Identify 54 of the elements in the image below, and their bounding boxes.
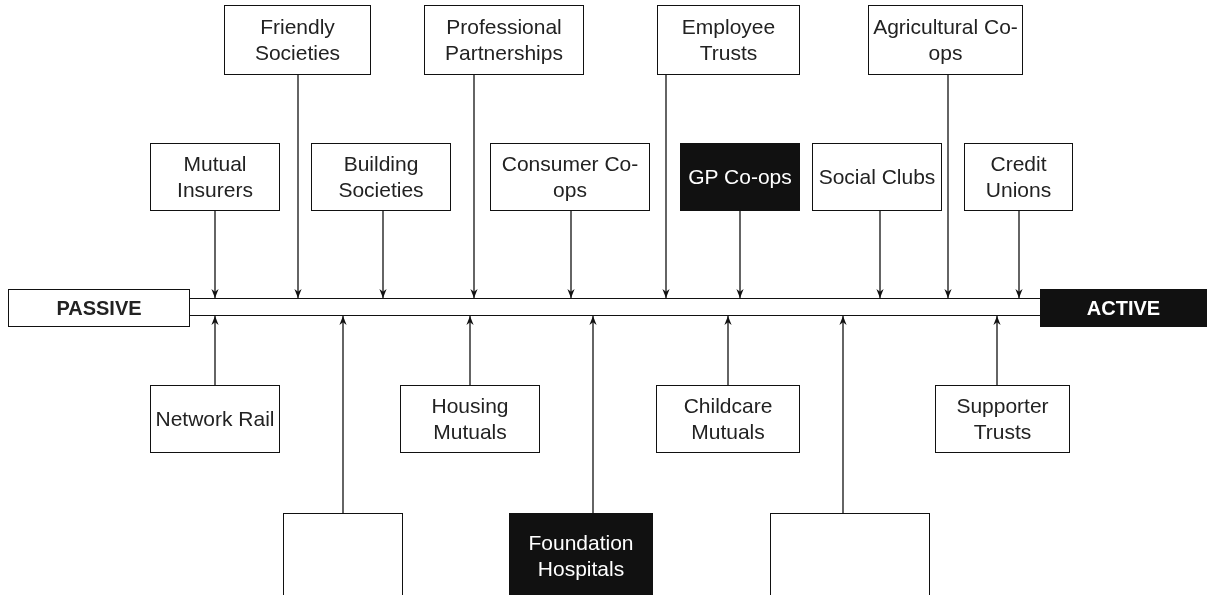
- arrow: [211, 210, 219, 299]
- arrow: [339, 315, 347, 514]
- arrow: [1015, 210, 1023, 299]
- label-box: [424, 5, 584, 75]
- label-box: [964, 143, 1073, 211]
- label-box: [812, 143, 942, 211]
- dark-label-box: [680, 143, 800, 211]
- arrow: [662, 74, 670, 299]
- label-box: [150, 143, 280, 211]
- empty-box: [283, 513, 403, 595]
- arrow: [736, 210, 744, 299]
- arrow: [589, 315, 597, 514]
- node-label: Foundation Hospitals: [527, 529, 635, 582]
- arrow: [876, 210, 884, 299]
- label-box: [400, 385, 540, 453]
- label-box: [224, 5, 371, 75]
- label-box: [935, 385, 1070, 453]
- label-box: [490, 143, 650, 211]
- arrow: [839, 315, 847, 514]
- node-label: Professional Partnerships: [444, 13, 564, 66]
- node-label: Consumer Co-ops: [500, 150, 640, 203]
- dark-label-box: [1040, 289, 1207, 327]
- node-label: Credit Unions: [984, 150, 1053, 203]
- arrow: [466, 315, 474, 386]
- node-label: Supporter Trusts: [955, 392, 1050, 445]
- label-box: [8, 289, 190, 327]
- dark-label-box: [509, 513, 653, 595]
- label-box: [868, 5, 1023, 75]
- label-box: [311, 143, 451, 211]
- node-label: GP Co-ops: [687, 163, 793, 190]
- node-label: Building Societies: [337, 150, 425, 203]
- arrow: [294, 74, 302, 299]
- arrow: [211, 315, 219, 386]
- arrow: [567, 210, 575, 299]
- arrow: [379, 210, 387, 299]
- label-box: [656, 385, 800, 453]
- node-label: Network Rail: [154, 405, 276, 432]
- node-label: Friendly Societies: [253, 13, 342, 66]
- node-label: Childcare Mutuals: [682, 392, 774, 445]
- band-bar: [190, 298, 1040, 316]
- node-label: PASSIVE: [55, 295, 143, 321]
- label-box: [150, 385, 280, 453]
- arrow: [470, 74, 478, 299]
- empty-box: [770, 513, 930, 595]
- arrow: [993, 315, 1001, 386]
- node-label: Mutual Insurers: [176, 150, 254, 203]
- node-label: Employee Trusts: [680, 13, 777, 66]
- node-label: Housing Mutuals: [430, 392, 510, 445]
- node-label: Agricultural Co-ops: [872, 13, 1019, 66]
- node-label: Social Clubs: [817, 163, 937, 190]
- arrow: [724, 315, 732, 386]
- arrow: [944, 74, 952, 299]
- label-box: [657, 5, 800, 75]
- node-label: ACTIVE: [1085, 295, 1162, 321]
